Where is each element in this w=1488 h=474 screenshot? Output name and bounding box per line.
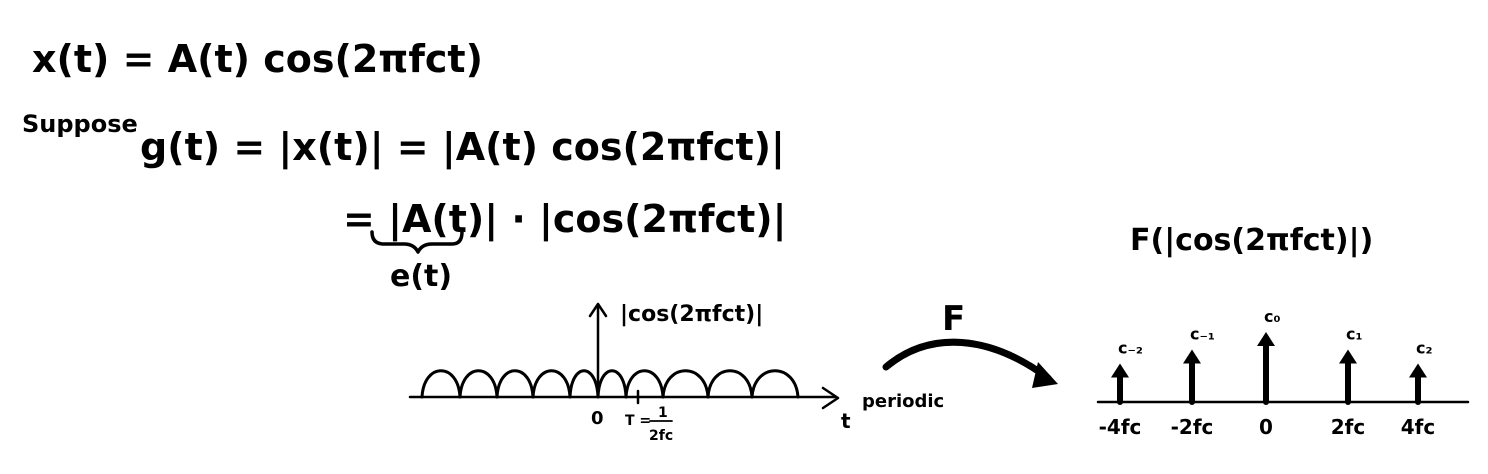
impulse-coefficient-label: c₂ — [1416, 339, 1433, 358]
impulse-frequency-label: 4fc — [1401, 415, 1435, 439]
envelope-underbrace — [370, 230, 464, 254]
transform-arrow-curve — [882, 338, 1052, 382]
impulse-arrowhead — [1257, 332, 1275, 346]
time-y-axis-arrowhead — [588, 302, 608, 318]
waveform-arch — [531, 369, 572, 399]
impulse-coefficient-label: c₁ — [1346, 325, 1363, 344]
period-numerator: 1 — [658, 405, 668, 421]
equation-line-2: g(t) = |x(t)| = |A(t) cos(2πfct)| — [140, 125, 785, 170]
transform-arrowhead — [1032, 362, 1058, 388]
waveform-arch — [750, 369, 800, 399]
fourier-transform-arrow: F — [882, 299, 1058, 388]
impulse-frequency-label: 2fc — [1331, 415, 1365, 439]
waveform-arch — [568, 369, 600, 399]
envelope-label: e(t) — [390, 259, 452, 294]
impulse-arrowhead — [1339, 349, 1357, 364]
time-plot-x-label: t — [841, 409, 851, 433]
suppose-word: Suppose — [22, 110, 138, 138]
waveform-arch — [495, 369, 535, 399]
impulse-arrowhead — [1111, 363, 1129, 378]
impulse-frequency-label: -2fc — [1171, 415, 1214, 439]
period-label: T = — [625, 413, 651, 429]
period-denominator: 2fc — [649, 428, 673, 444]
impulse-frequency-label: 0 — [1259, 415, 1273, 439]
time-x-axis-arrowhead — [821, 386, 840, 410]
waveform-arch — [596, 369, 628, 399]
waveform-arch — [706, 369, 754, 399]
impulse-coefficient-label: c₋₁ — [1190, 325, 1215, 344]
impulse-arrowhead — [1409, 363, 1427, 378]
spectrum-title: F(|cos(2πfct)|) — [1130, 223, 1373, 258]
waveform-arch — [661, 369, 710, 399]
time-plot-y-label: |cos(2πfct)| — [620, 302, 763, 327]
waveform-arch — [624, 369, 665, 399]
impulse-coefficient-label: c₀ — [1264, 307, 1281, 326]
impulse-coefficient-label: c₋₂ — [1118, 339, 1143, 358]
time-domain-plot: |cos(2πfct)| 0 T = 1 2fc t periodic — [408, 302, 944, 444]
spectrum-plot: c₋₂ -4fc c₋₁ -2fc c₀ 0 c₁ 2fc c₂ 4fc — [1096, 307, 1470, 439]
rectified-cosine-waveform — [420, 369, 800, 399]
equation-line-1: x(t) = A(t) cos(2πfct) — [32, 37, 483, 81]
impulse-frequency-label: -4fc — [1099, 415, 1142, 439]
waveform-arch — [420, 369, 462, 399]
impulse-train: c₋₂ -4fc c₋₁ -2fc c₀ 0 c₁ 2fc c₂ 4fc — [1099, 307, 1436, 439]
periodic-note: periodic — [862, 391, 944, 412]
transform-symbol: F — [942, 299, 965, 339]
impulse-arrowhead — [1183, 349, 1201, 364]
equation-line-3: = |A(t)| · |cos(2πfct)| — [343, 197, 787, 242]
time-plot-origin-label: 0 — [591, 408, 604, 429]
waveform-arch — [458, 369, 499, 399]
